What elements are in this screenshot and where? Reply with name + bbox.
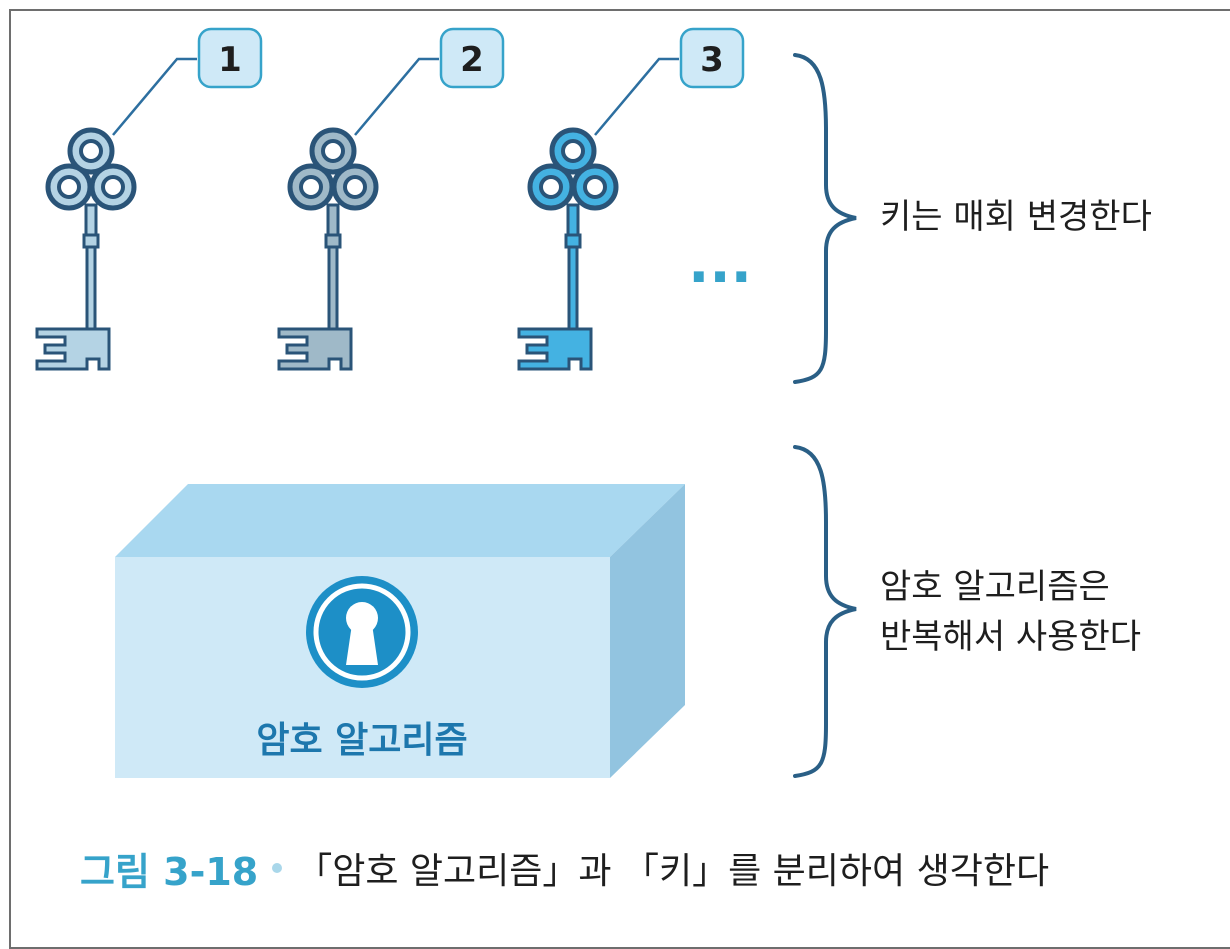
key-2: 2 [279,27,505,369]
box-side-face [610,484,685,778]
brace-algorithm [793,445,857,778]
key-icon [279,130,376,369]
box-top-face [115,484,685,557]
caption-bullet-dot [272,863,283,873]
key-icon [37,130,134,369]
figure-caption-text: 「암호 알고리즘」과 「키」를 분리하여 생각한다 [296,851,1050,892]
algorithm-box: 암호 알고리즘 [115,484,685,778]
diagram-canvas: 1 2 3 ··· 암호 알고리즘 [0,27,857,778]
key-1: 1 [37,27,263,369]
key-3-leader-line [594,57,679,136]
key-3-badge-number: 3 [700,40,724,80]
keyhole-icon [306,576,418,688]
keys-note-label: 키는 매회 변경한다 [880,197,1152,237]
key-1-badge [197,27,263,89]
key-3: 3 [519,27,745,369]
key-2-badge-number: 2 [460,40,484,80]
key-3-badge [679,27,745,89]
algorithm-note-label: 암호 알고리즘은 반복해서 사용한다 [880,567,1142,657]
ellipsis-more-keys: ··· [688,245,752,310]
key-icon [519,130,616,369]
key-1-leader-line [112,57,197,136]
algorithm-box-label: 암호 알고리즘 [256,720,467,761]
figure-number: 그림 3-18 [80,849,259,894]
key-2-badge [439,27,505,89]
key-1-badge-number: 1 [218,40,242,80]
figure-caption: 그림 3-18 「암호 알고리즘」과 「키」를 분리하여 생각한다 [80,838,1049,898]
key-2-leader-line [354,57,439,136]
brace-keys [793,53,857,384]
